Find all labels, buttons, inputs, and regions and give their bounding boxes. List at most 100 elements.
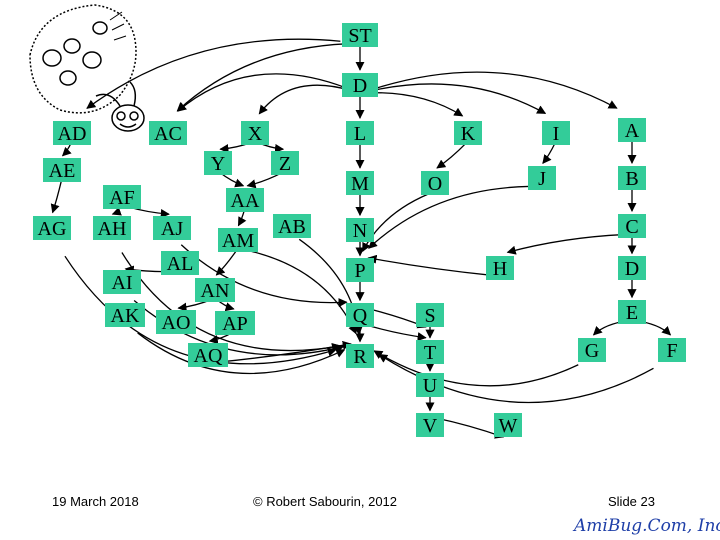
node-b: B bbox=[618, 166, 646, 190]
node-label: F bbox=[666, 340, 677, 362]
node-label: AD bbox=[58, 123, 87, 145]
node-aq: AQ bbox=[188, 343, 228, 367]
node-t: T bbox=[416, 340, 444, 364]
node-label: AQ bbox=[194, 345, 223, 367]
node-ad: AD bbox=[53, 121, 91, 145]
node-label: S bbox=[424, 305, 435, 327]
node-m: M bbox=[346, 171, 374, 195]
node-label: AL bbox=[167, 253, 194, 275]
node-z: Z bbox=[271, 151, 299, 175]
node-label: E bbox=[626, 302, 638, 324]
node-f: F bbox=[658, 338, 686, 362]
edge-ae-ag bbox=[53, 181, 62, 213]
node-ae: AE bbox=[43, 158, 81, 182]
node-l: L bbox=[346, 121, 374, 145]
node-label: J bbox=[538, 168, 546, 190]
node-label: N bbox=[353, 220, 367, 242]
node-label: P bbox=[354, 260, 365, 282]
edge-ak-r bbox=[138, 333, 345, 374]
node-dd: D bbox=[618, 256, 646, 280]
node-ac: AC bbox=[149, 121, 187, 145]
edge-v-w bbox=[435, 418, 504, 437]
node-g: G bbox=[578, 338, 606, 362]
edge-aq-r bbox=[217, 344, 351, 362]
node-j: J bbox=[528, 166, 556, 190]
node-label: G bbox=[585, 340, 599, 362]
edge-i-j bbox=[543, 143, 555, 163]
node-ak: AK bbox=[105, 303, 145, 327]
edge-d-a bbox=[377, 72, 616, 108]
node-i: I bbox=[542, 121, 570, 145]
node-u: U bbox=[416, 373, 444, 397]
node-label: Q bbox=[353, 305, 368, 327]
node-label: AH bbox=[98, 218, 127, 240]
node-n: N bbox=[346, 218, 374, 242]
footer-slide-number: Slide 23 bbox=[608, 494, 655, 509]
node-label: K bbox=[461, 123, 476, 145]
node-label: C bbox=[625, 216, 638, 238]
node-label: AF bbox=[109, 187, 135, 209]
node-label: AE bbox=[49, 160, 76, 182]
node-r: R bbox=[346, 344, 374, 368]
node-label: AC bbox=[154, 123, 182, 145]
edge-d-x bbox=[259, 85, 351, 114]
footer-copyright: © Robert Sabourin, 2012 bbox=[253, 494, 397, 509]
node-w: W bbox=[494, 413, 522, 437]
edge-j-p bbox=[369, 186, 529, 248]
node-ai: AI bbox=[103, 270, 141, 294]
edge-d-k bbox=[367, 93, 462, 116]
node-label: AK bbox=[111, 305, 140, 327]
node-label: AP bbox=[222, 313, 248, 335]
node-label: W bbox=[499, 415, 518, 437]
edge-d-ac bbox=[178, 74, 347, 111]
nodes: STDADACXLKIAAEYZMOJBAFAAAGAHAJAMABNCALPH… bbox=[33, 23, 686, 437]
node-label: AN bbox=[201, 280, 230, 302]
node-af: AF bbox=[103, 185, 141, 209]
node-h: H bbox=[486, 256, 514, 280]
node-label: V bbox=[423, 415, 438, 437]
node-st: ST bbox=[342, 23, 378, 47]
ladybug-icon bbox=[30, 5, 144, 131]
edge-d-i bbox=[373, 84, 545, 114]
edge-am-r bbox=[249, 251, 356, 334]
node-ag: AG bbox=[33, 216, 71, 240]
node-label: H bbox=[493, 258, 507, 280]
node-an: AN bbox=[195, 278, 235, 302]
edge-k-o bbox=[437, 143, 466, 168]
node-label: AI bbox=[111, 272, 132, 294]
node-label: AB bbox=[278, 216, 306, 238]
node-label: X bbox=[248, 123, 263, 145]
footer-date: 19 March 2018 bbox=[52, 494, 139, 509]
edge-g-r bbox=[374, 351, 578, 386]
node-label: U bbox=[423, 375, 438, 397]
node-label: Z bbox=[279, 153, 291, 175]
node-label: ST bbox=[348, 25, 371, 47]
node-aj: AJ bbox=[153, 216, 191, 240]
node-q: Q bbox=[346, 303, 374, 327]
edge-c-h bbox=[508, 235, 624, 253]
node-label: D bbox=[625, 258, 639, 280]
brand-logo: AmiBug.Com, Inc. bbox=[572, 516, 720, 536]
node-ap: AP bbox=[215, 311, 255, 335]
node-label: B bbox=[625, 168, 638, 190]
node-label: Y bbox=[211, 153, 225, 175]
edge-st-ad bbox=[87, 39, 340, 108]
node-s: S bbox=[416, 303, 444, 327]
edge-am-an bbox=[216, 250, 236, 275]
node-label: AM bbox=[222, 230, 254, 252]
node-label: T bbox=[424, 342, 436, 364]
edge-st-ac bbox=[177, 44, 346, 111]
node-label: L bbox=[354, 123, 366, 145]
node-label: R bbox=[353, 346, 367, 368]
node-label: AA bbox=[231, 190, 260, 212]
node-label: I bbox=[553, 123, 560, 145]
node-label: O bbox=[428, 173, 442, 195]
node-y: Y bbox=[204, 151, 232, 175]
node-al: AL bbox=[161, 251, 199, 275]
node-x: X bbox=[241, 121, 269, 145]
node-k: K bbox=[454, 121, 482, 145]
node-ab: AB bbox=[273, 214, 311, 238]
node-ao: AO bbox=[156, 310, 196, 334]
